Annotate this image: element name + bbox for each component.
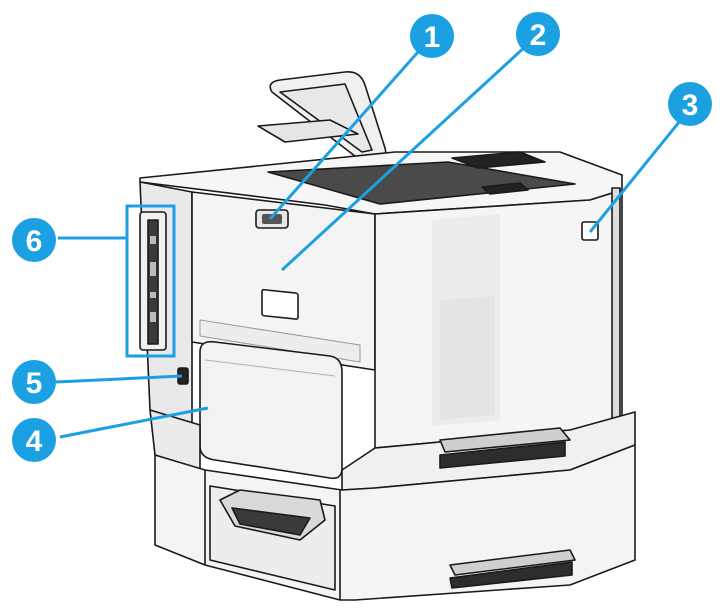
callout-4-number: 4 xyxy=(26,425,43,458)
output-bin-extension xyxy=(257,70,387,161)
callout-2-leader xyxy=(280,43,529,272)
callout-2-number: 2 xyxy=(530,19,547,52)
callout-4-badge: 4 xyxy=(12,418,56,462)
callout-6-number: 6 xyxy=(26,225,43,258)
interface-ports-panel xyxy=(139,211,167,351)
callout-1-badge: 1 xyxy=(410,14,454,58)
callout-6-badge: 6 xyxy=(12,218,56,262)
serial-number-label xyxy=(261,288,299,320)
callout-3-badge: 3 xyxy=(668,82,712,126)
callout-5-badge: 5 xyxy=(12,360,56,404)
rear-duplex-door-shape xyxy=(199,340,343,480)
interface-ports-highlight xyxy=(125,204,176,358)
callout-1-number: 1 xyxy=(424,21,441,54)
callout-3-number: 3 xyxy=(682,89,699,122)
callout-1-leader xyxy=(268,51,420,220)
callout-5-leader xyxy=(55,374,183,384)
callout-3-leader xyxy=(588,115,686,233)
output-bin xyxy=(267,161,576,205)
callout-4-leader xyxy=(59,406,209,439)
callout-5-number: 5 xyxy=(26,367,43,400)
callout-2-badge: 2 xyxy=(516,12,560,56)
